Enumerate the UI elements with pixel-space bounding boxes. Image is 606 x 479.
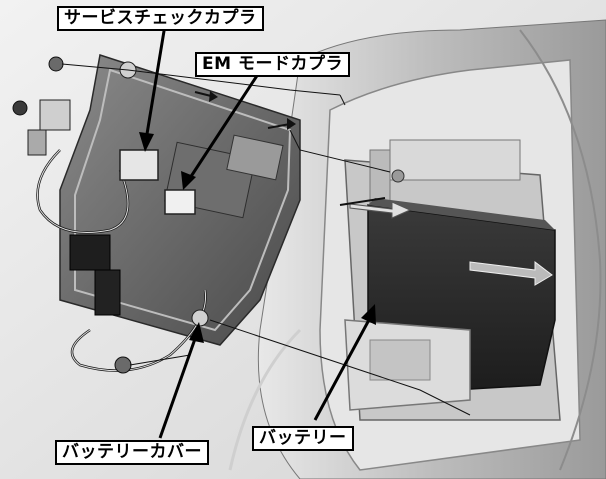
service-check-coupler-part (119, 149, 159, 181)
guide-arrow-top-head (209, 91, 218, 102)
cover-tab-arrow (349, 201, 412, 219)
connector-clip (39, 99, 71, 131)
screw-left (12, 100, 28, 116)
guide-line-4 (209, 319, 471, 416)
leader-battery-head (361, 304, 376, 325)
guide-line-2 (339, 94, 346, 106)
shell-curve-lower (228, 328, 302, 471)
install-arrow (469, 260, 553, 286)
guide-arrow-compartment (339, 197, 386, 206)
leader-em-mode-head (181, 171, 196, 190)
leader-battery-cover-head (189, 322, 204, 343)
cover-frame-inner (74, 68, 292, 332)
guide-line-5 (129, 354, 191, 366)
battery-top-face (368, 198, 555, 230)
leader-service-check-head (139, 132, 154, 152)
cover-hole-bottom (191, 309, 209, 327)
leader-battery (313, 317, 372, 421)
shell-rim-right (519, 29, 602, 471)
bracket-top (389, 139, 521, 181)
connector-black-1 (69, 234, 111, 271)
label-service-check-coupler: サービスチェックカプラ (57, 6, 264, 31)
cover-slot (226, 134, 284, 181)
connector-black-2 (94, 269, 121, 316)
bracket-slot (369, 339, 431, 381)
label-battery-cover: バッテリーカバー (55, 440, 209, 465)
em-mode-coupler-part (164, 189, 196, 215)
leader-service-check (144, 24, 167, 141)
connector-plug (27, 129, 47, 156)
guide-arrow-side (267, 123, 291, 129)
label-battery: バッテリー (252, 426, 354, 451)
leader-em-mode (188, 67, 264, 179)
screw-bottom (114, 356, 132, 374)
guide-line-1 (61, 63, 341, 96)
guide-arrow-side-head (287, 118, 296, 130)
compartment-screw-top (391, 169, 405, 183)
label-em-mode-coupler: EM モードカプラ (195, 52, 350, 77)
screw-top (48, 56, 64, 72)
guide-line-3 (289, 129, 391, 173)
leader-battery-cover (158, 335, 198, 439)
wire-harness-left-highlight (37, 149, 129, 233)
